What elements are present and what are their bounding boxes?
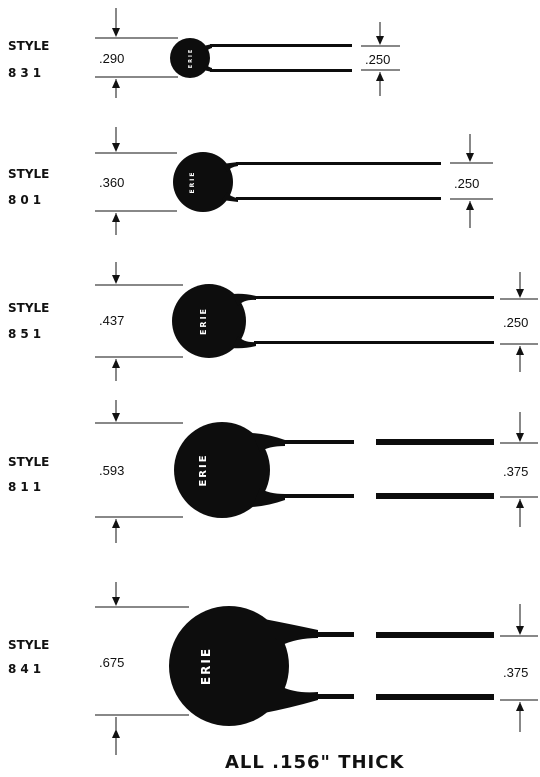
style-number: 831 [8, 66, 45, 80]
capacitor-disc [174, 422, 270, 518]
brand-mark: ERIE [199, 307, 208, 335]
arrow-up-icon [112, 213, 120, 222]
lead-wire-top [236, 162, 441, 165]
arrow-down-icon [112, 143, 120, 152]
arrow-down-icon [112, 275, 120, 284]
lead-wire-top [210, 44, 352, 47]
arrow-up-icon [516, 346, 524, 355]
style-number: 811 [8, 480, 45, 494]
arrow-down-icon [112, 413, 120, 422]
diameter-label: .360 [99, 175, 124, 190]
part-row-841: STYLE 841 .675 ERIE .375 [8, 582, 538, 755]
part-row-851: STYLE 851 .437 ERIE .250 [8, 262, 538, 381]
lead-wire-bottom [210, 69, 352, 72]
style-number: 851 [8, 327, 45, 341]
arrow-down-icon [112, 28, 120, 37]
arrow-up-icon [112, 359, 120, 368]
arrow-up-icon [376, 72, 384, 81]
capacitor-disc [169, 606, 289, 726]
arrow-up-icon [112, 79, 120, 88]
lead-wire-bottom [236, 197, 441, 200]
arrow-down-icon [112, 597, 120, 606]
diameter-label: .437 [99, 313, 124, 328]
brand-mark: ERIE [198, 453, 209, 486]
arrow-up-icon [516, 702, 524, 711]
part-row-831: STYLE 831 .290 ERIE .250 [8, 8, 400, 98]
lead-wire-top [254, 296, 494, 299]
arrow-up-icon [516, 499, 524, 508]
arrow-down-icon [466, 153, 474, 162]
lead-spacing-label: .375 [503, 464, 528, 479]
style-label: STYLE [8, 455, 49, 469]
lead-spacing-label: .250 [365, 52, 390, 67]
part-row-811: STYLE 811 .593 ERIE .375 [8, 400, 538, 543]
brand-mark: ERIE [199, 647, 213, 685]
arrow-down-icon [516, 626, 524, 635]
brand-mark: ERIE [188, 48, 194, 69]
diameter-label: .593 [99, 463, 124, 478]
lead-wire-top [316, 632, 354, 637]
style-number: 801 [8, 193, 45, 207]
arrow-up-icon [466, 201, 474, 210]
arrow-up-icon [112, 729, 120, 738]
lead-wire-top [283, 440, 354, 444]
lead-wire-bottom [254, 341, 494, 344]
style-label: STYLE [8, 301, 49, 315]
arrow-down-icon [516, 289, 524, 298]
lead-wire-bottom-end [376, 493, 494, 499]
lead-wire-top-end [376, 632, 494, 638]
lead-wire-top-end [376, 439, 494, 445]
style-label: STYLE [8, 638, 49, 652]
part-row-801: STYLE 801 .360 ERIE .250 [8, 127, 493, 235]
lead-wire-bottom-end [376, 694, 494, 700]
lead-wire-bottom [283, 494, 354, 498]
style-label: STYLE [8, 39, 49, 53]
lead-spacing-label: .250 [503, 315, 528, 330]
lead-wire-bottom [316, 694, 354, 699]
arrow-up-icon [112, 519, 120, 528]
capacitor-disc [173, 152, 233, 212]
diameter-label: .290 [99, 51, 124, 66]
arrow-down-icon [376, 36, 384, 45]
style-label: STYLE [8, 167, 49, 181]
capacitor-disc [172, 284, 246, 358]
arrow-down-icon [516, 433, 524, 442]
lead-spacing-label: .375 [503, 665, 528, 680]
style-number: 841 [8, 662, 45, 676]
lead-spacing-label: .250 [454, 176, 479, 191]
diameter-label: .675 [99, 655, 124, 670]
capacitor-disc [170, 38, 210, 78]
brand-mark: ERIE [189, 170, 196, 193]
thickness-note: ALL .156" THICK [225, 752, 404, 773]
